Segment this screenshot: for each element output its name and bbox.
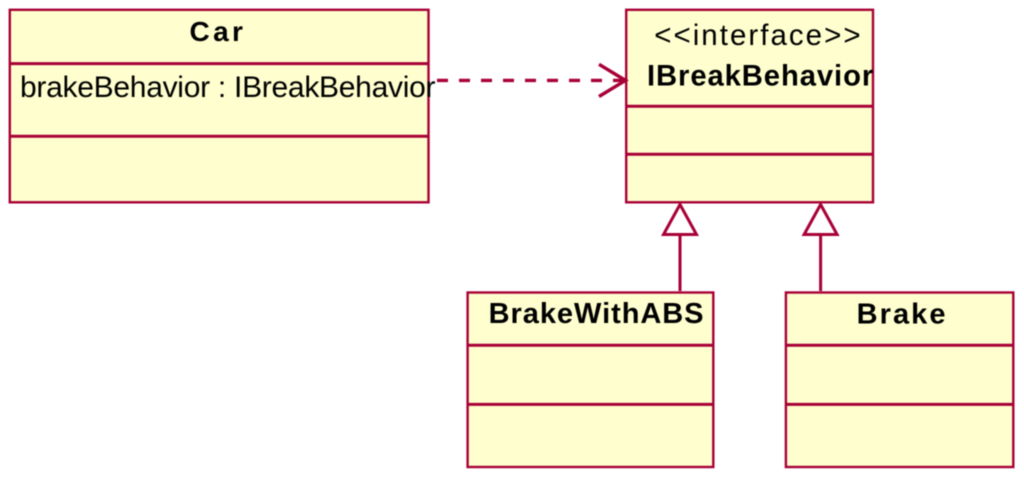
svg-text:Car: Car bbox=[190, 16, 243, 47]
svg-text:Brake: Brake bbox=[857, 298, 946, 330]
svg-text:brakeBehavior : IBreakBehavior: brakeBehavior : IBreakBehavior bbox=[20, 71, 436, 104]
svg-text:BrakeWithABS: BrakeWithABS bbox=[489, 298, 704, 330]
svg-text:IBreakBehavior: IBreakBehavior bbox=[647, 61, 873, 93]
svg-text:<<interface>>: <<interface>> bbox=[654, 19, 860, 52]
